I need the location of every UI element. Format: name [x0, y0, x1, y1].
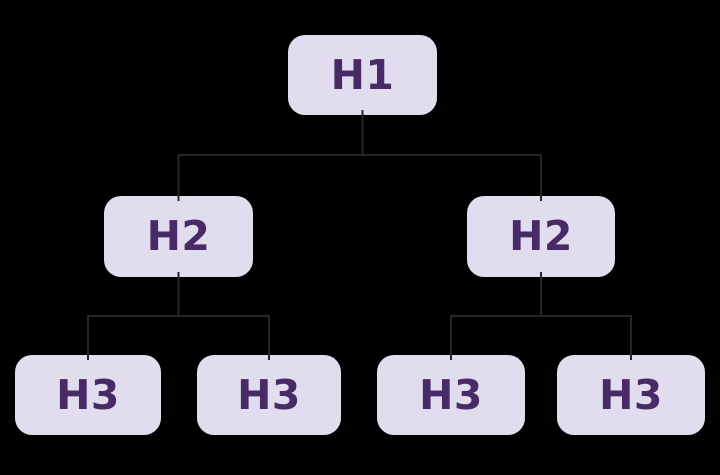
- node-h2-left: H2: [104, 196, 253, 277]
- node-h3-3-label: H3: [419, 370, 483, 419]
- connector-h2-right-to-h3-3: [450, 272, 542, 360]
- node-h1: H1: [288, 35, 437, 115]
- node-h3-1-label: H3: [56, 370, 120, 419]
- node-h3-2: H3: [197, 355, 341, 435]
- node-h3-4: H3: [557, 355, 705, 435]
- node-h3-4-label: H3: [599, 370, 663, 419]
- connector-h1-to-h2-left: [177, 110, 364, 201]
- node-h1-label: H1: [330, 50, 395, 99]
- connector-h1-to-h2-right: [361, 110, 542, 201]
- node-h3-1: H3: [15, 355, 161, 435]
- node-h3-2-label: H3: [237, 370, 301, 419]
- connector-h2-left-to-h3-2: [177, 272, 270, 360]
- node-h3-3: H3: [377, 355, 525, 435]
- node-h2-right: H2: [467, 196, 615, 277]
- node-h2-right-label: H2: [509, 212, 573, 260]
- connector-h2-left-to-h3-1: [87, 272, 180, 360]
- connector-h2-right-to-h3-4: [540, 272, 632, 360]
- node-h2-left-label: H2: [146, 212, 211, 260]
